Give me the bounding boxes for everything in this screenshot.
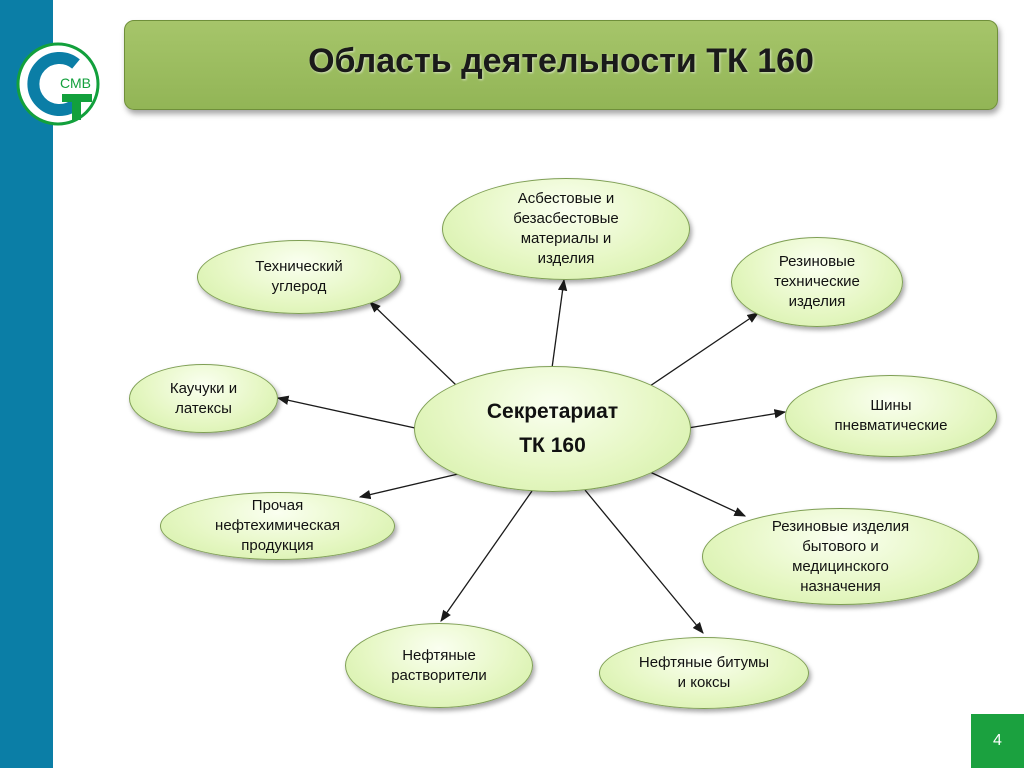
- node-rubber-technical: Резиновые технические изделия: [731, 237, 903, 327]
- node-asbestos-label: Асбестовые и безасбестовые материалы и и…: [513, 190, 619, 267]
- arrow-to-bitumen: [584, 489, 704, 634]
- arrow-to-rubber-tech: [649, 312, 759, 387]
- slide-number: 4: [993, 732, 1002, 749]
- node-rubber-household-label: Резиновые изделия бытового и медицинског…: [771, 517, 910, 595]
- arrow-to-solvents: [440, 490, 533, 622]
- node-secretariat-center: Секретариат ТК 160: [414, 366, 691, 492]
- arrow-to-latex: [276, 395, 416, 429]
- node-carbon-label: Технический углерод: [255, 258, 343, 295]
- side-accent-bar: [0, 0, 53, 768]
- node-solvents-label: Нефтяные растворители: [391, 646, 487, 684]
- node-bitumen-label: Нефтяные битумы и коксы: [638, 654, 770, 691]
- page-title: Область деятельности ТК 160: [308, 41, 814, 80]
- node-latex-label: Каучуки и латексы: [169, 379, 238, 417]
- node-rubber-household-medical: Резиновые изделия бытового и медицинског…: [702, 508, 979, 605]
- arrow-to-petrochem: [358, 473, 459, 500]
- center-label-line2: ТК 160: [519, 434, 586, 457]
- slide-number-badge: 4: [971, 714, 1024, 768]
- arrow-to-asbestos: [551, 278, 568, 369]
- svg-text:СМВ: СМВ: [60, 75, 91, 91]
- node-other-petrochemical: Прочая нефтехимическая продукция: [160, 492, 395, 560]
- organization-logo: СМВ: [16, 42, 100, 126]
- arrow-to-carbon: [369, 301, 457, 386]
- node-petroleum-solvents: Нефтяные растворители: [345, 623, 533, 708]
- node-petrochem-label: Прочая нефтехимическая продукция: [215, 497, 340, 554]
- node-rubber-technical-label: Резиновые технические изделия: [774, 253, 860, 310]
- node-pneumatic-tires-label: Шины пневматические: [834, 397, 948, 434]
- node-pneumatic-tires: Шины пневматические: [785, 375, 997, 457]
- center-label-line1: Секретариат: [486, 400, 619, 423]
- arrow-to-rubber-household: [649, 471, 747, 517]
- node-bitumen-coke: Нефтяные битумы и коксы: [599, 637, 809, 709]
- arrow-to-tires: [687, 409, 787, 429]
- title-banner: Область деятельности ТК 160: [124, 20, 998, 110]
- node-rubbers-latexes: Каучуки и латексы: [129, 364, 278, 433]
- node-technical-carbon: Технический углерод: [197, 240, 401, 314]
- node-asbestos-materials: Асбестовые и безасбестовые материалы и и…: [442, 178, 690, 280]
